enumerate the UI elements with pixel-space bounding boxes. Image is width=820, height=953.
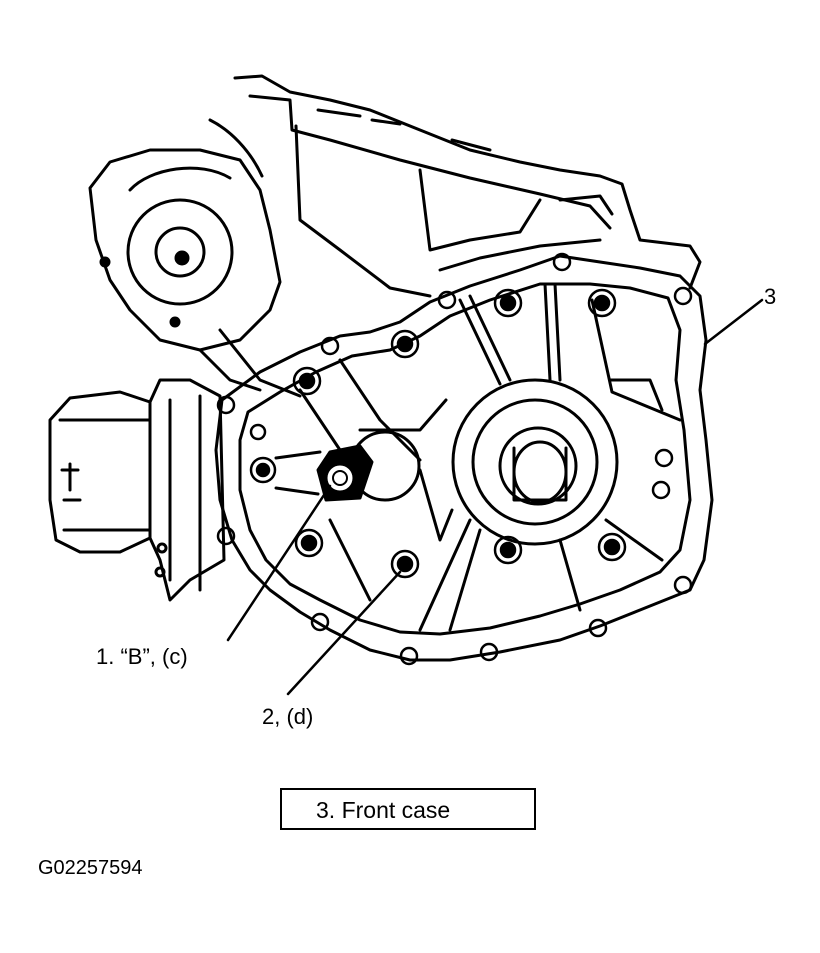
case-ribs <box>298 282 682 632</box>
upper-housing <box>233 74 702 298</box>
case-bolts <box>249 288 627 579</box>
callout-plug-b: 1. “B”, (c) <box>96 644 188 669</box>
callout-front-case: 3 <box>764 284 777 309</box>
figure-id: G02257594 <box>38 857 143 879</box>
callout-bolt: 2, (d) <box>262 704 314 729</box>
plug-b <box>274 430 421 502</box>
case-flange <box>214 254 714 662</box>
legend-text: 3. Front case <box>316 797 451 823</box>
left-boss <box>88 118 302 398</box>
flange-holes <box>216 252 693 666</box>
main-bore <box>451 378 619 546</box>
side-actuator <box>48 378 226 602</box>
leader-lines <box>226 298 764 696</box>
legend-box: 3. Front case <box>280 788 536 830</box>
